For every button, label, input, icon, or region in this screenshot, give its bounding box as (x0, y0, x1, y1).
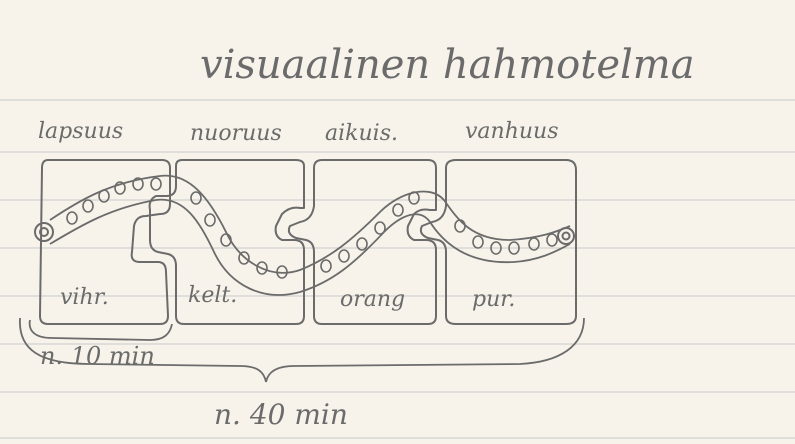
stage-label-old-age: vanhuus (465, 119, 559, 144)
color-label-green: vihr. (60, 285, 109, 310)
color-label-yellow: kelt. (188, 283, 237, 308)
life-path (50, 176, 570, 295)
duration-first-stage: n. 10 min (40, 342, 155, 370)
path-end-marker (558, 228, 574, 244)
stage-label-childhood: lapsuus (38, 119, 123, 144)
color-label-purple: pur. (472, 287, 515, 312)
stage-label-youth: nuoruus (190, 121, 282, 146)
stage-label-adulthood: aikuis. (325, 121, 398, 146)
sketch-title: visuaalinen hahmotelma (200, 42, 695, 88)
path-end-marker-core (563, 233, 570, 240)
color-label-orange: orang (340, 287, 405, 312)
ruled-lines (0, 100, 795, 438)
path-start-marker (35, 223, 53, 241)
duration-total: n. 40 min (214, 398, 348, 431)
